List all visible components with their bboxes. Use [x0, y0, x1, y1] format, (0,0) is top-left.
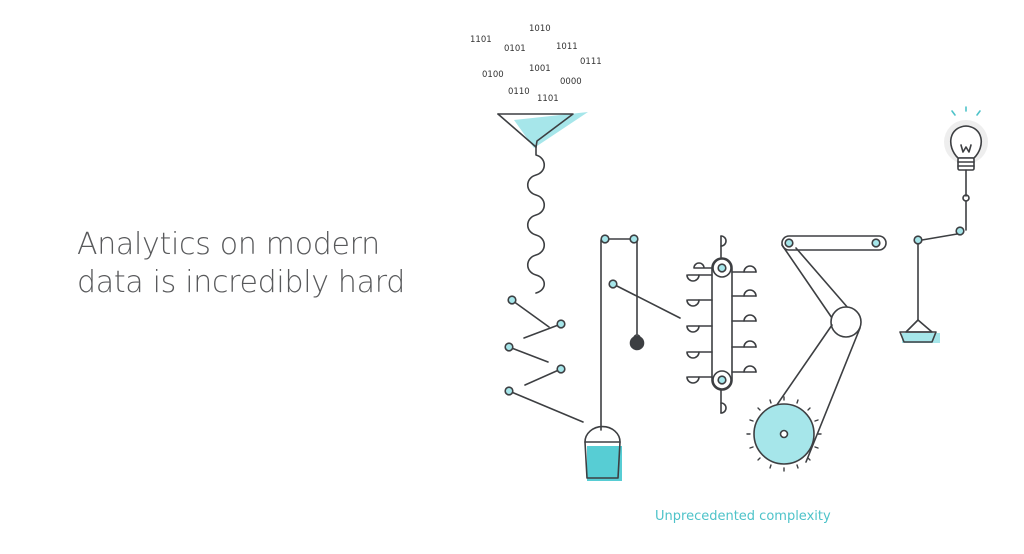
binary-digit: 0100: [482, 70, 504, 80]
headline: Analytics on modern data is incredibly h…: [77, 226, 437, 302]
gear-icon: [746, 396, 822, 472]
binary-digit: 0000: [560, 77, 582, 87]
bucket-icon: [584, 425, 622, 481]
binary-digit: 1101: [537, 94, 559, 104]
hanging-scale: [899, 169, 970, 343]
funnel-icon: [497, 112, 588, 148]
caption: Unprecedented complexity: [655, 509, 831, 524]
belt-arm: [762, 235, 887, 463]
binary-digit: 0101: [504, 44, 526, 54]
spring-icon: [526, 146, 546, 294]
lightbulb-icon: [944, 106, 988, 171]
zigzag-ramps: [504, 295, 584, 423]
binary-digit: 1010: [529, 24, 551, 34]
weight-icon: [629, 334, 645, 351]
binary-digit: 1001: [529, 64, 551, 74]
headline-line-2: data is incredibly hard: [77, 265, 405, 300]
binary-digit: 0111: [580, 57, 602, 67]
conveyor-icon: [686, 235, 757, 414]
headline-line-1: Analytics on modern: [77, 227, 380, 262]
binary-digit: 1101: [470, 35, 492, 45]
pulley-system: [600, 234, 681, 431]
binary-digit: 1011: [556, 42, 578, 52]
binary-data-cloud: 1010 1101 0101 1011 0111 0100 1001 0000 …: [470, 24, 602, 104]
binary-digit: 0110: [508, 87, 530, 97]
